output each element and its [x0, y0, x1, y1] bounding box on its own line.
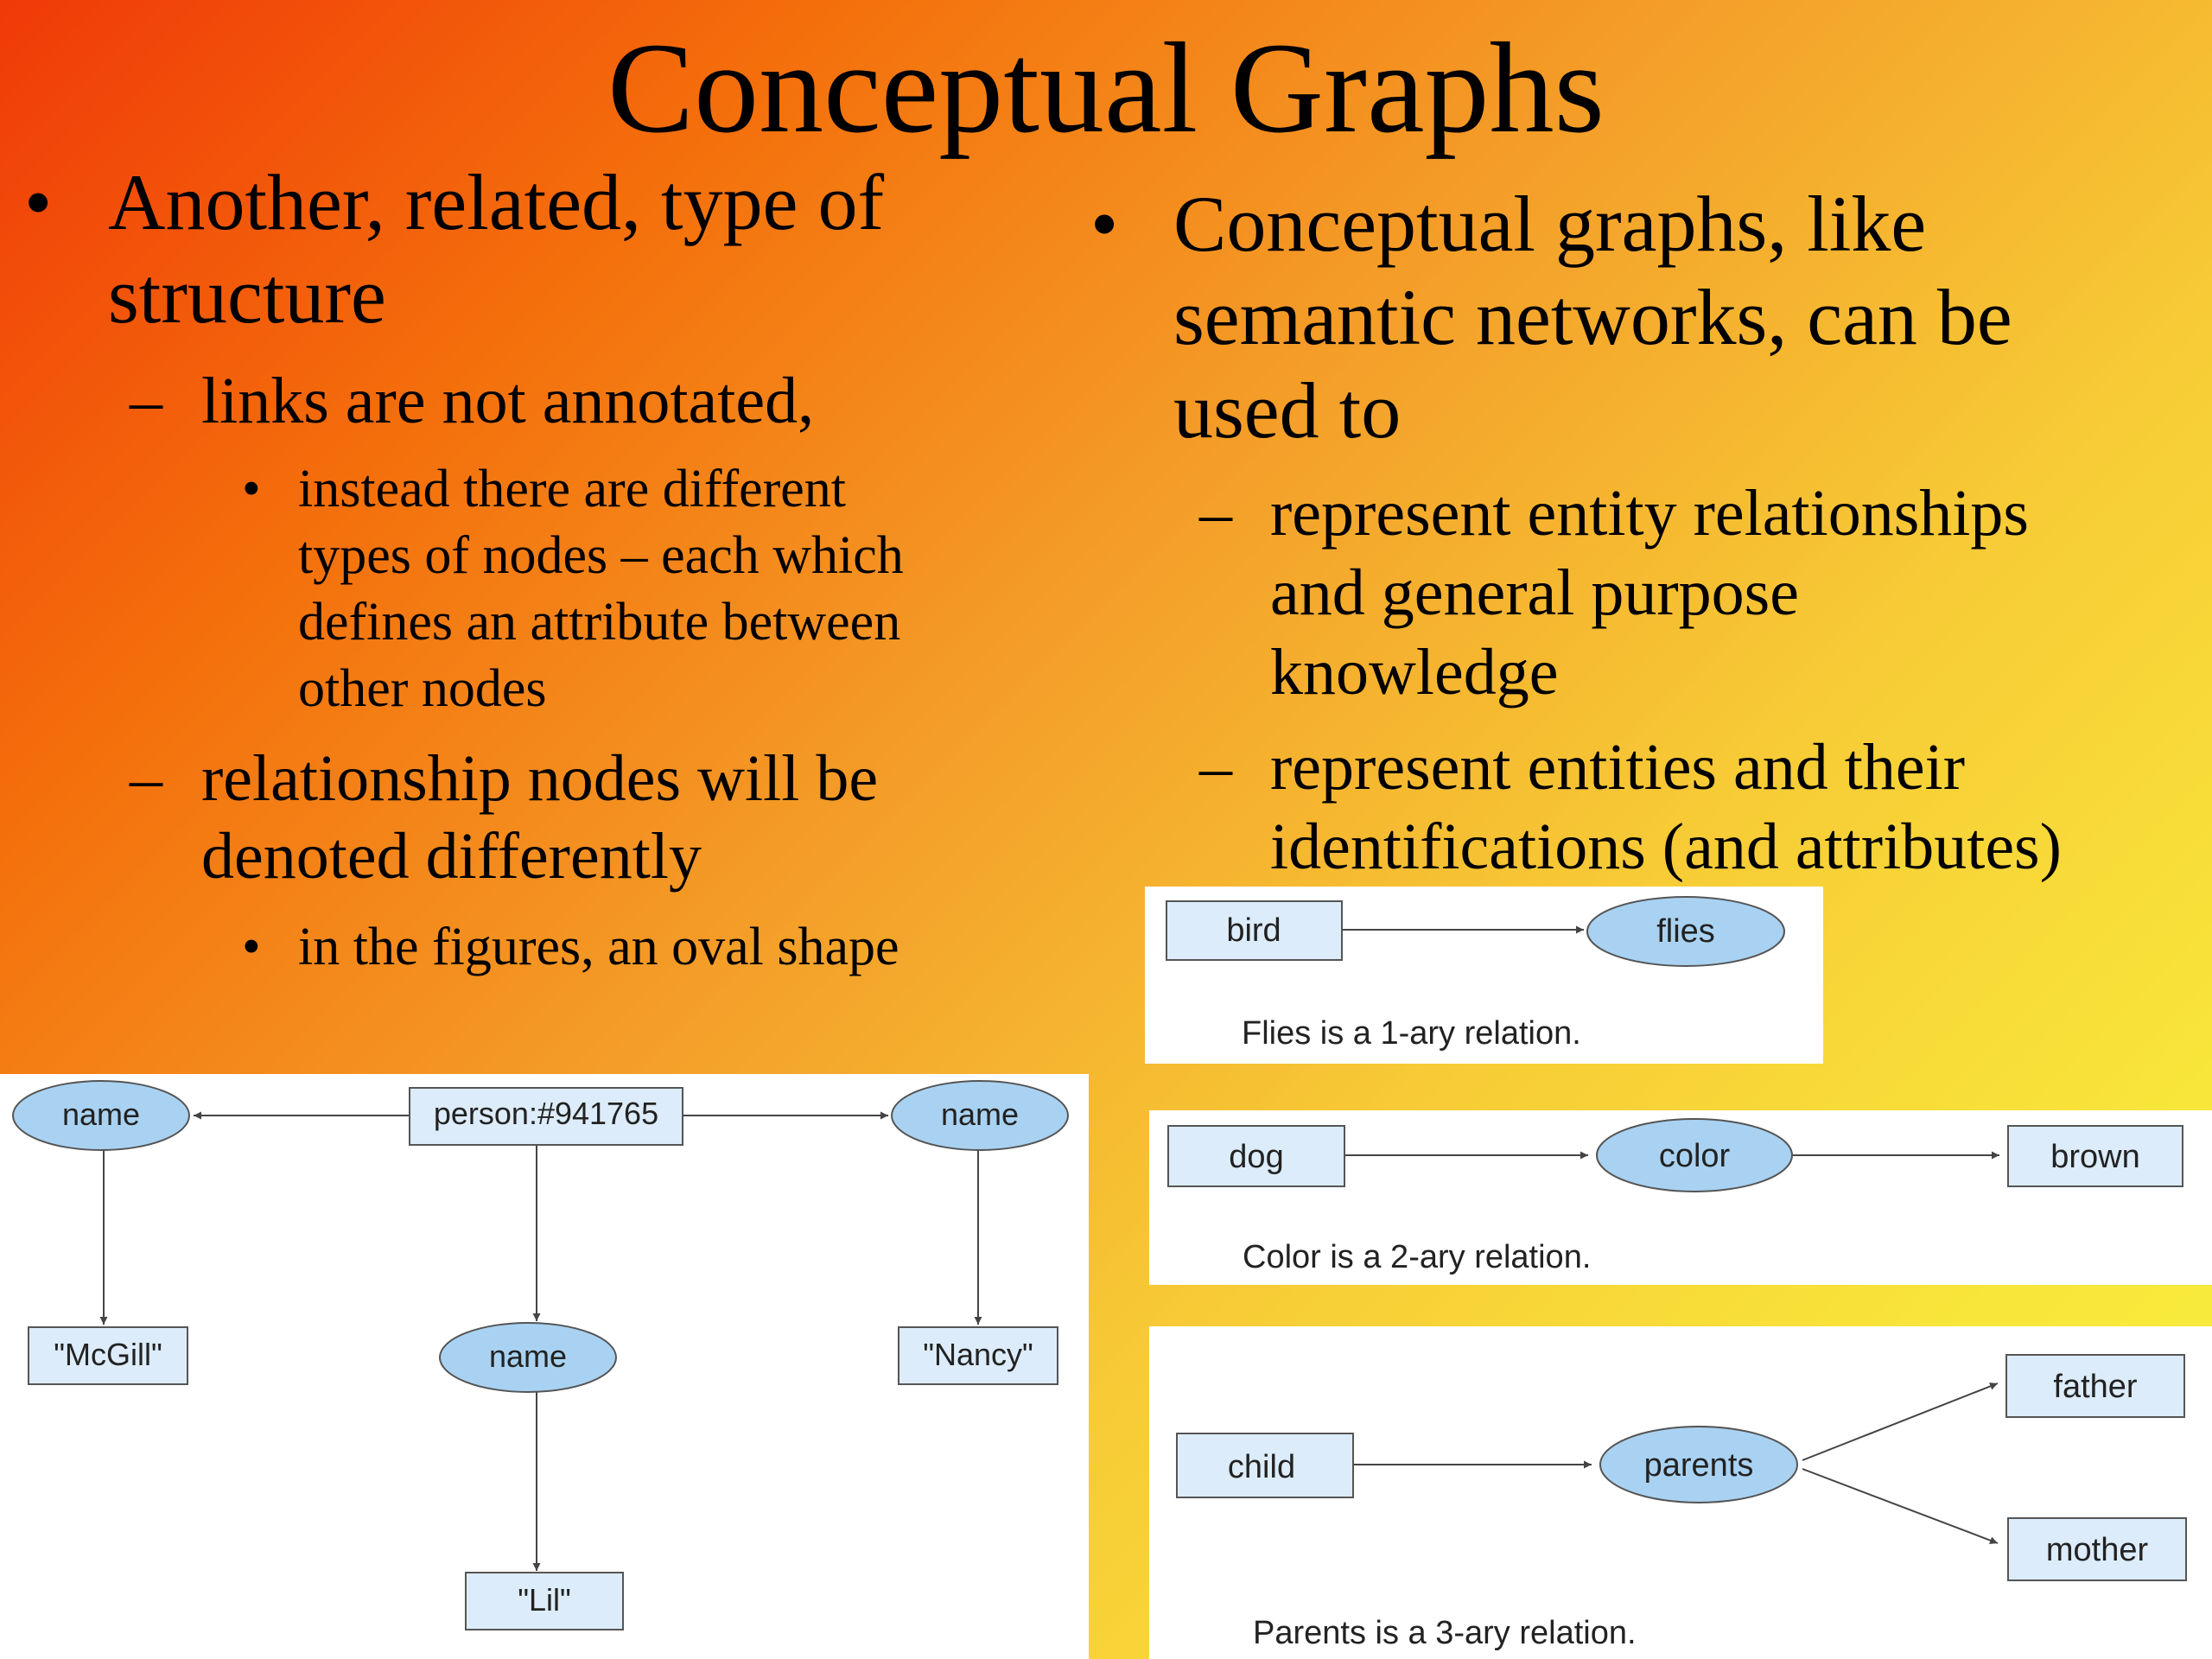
- node-label: flies: [1656, 913, 1715, 950]
- node-person-root: [409, 1087, 683, 1146]
- node-label: father: [2053, 1369, 2138, 1405]
- sub-bullet-text-line: relationship nodes will be: [201, 742, 879, 815]
- node-label: mother: [2046, 1532, 2149, 1568]
- parents-graph: child parents father mother Parents is a…: [1176, 1354, 2187, 1651]
- dash-marker: –: [1199, 477, 1232, 550]
- edge-parents-mother: [1802, 1468, 1999, 1545]
- sub-bullet-text-line: identifications (and attributes): [1270, 810, 2062, 883]
- node-value-lil: [465, 1572, 624, 1630]
- node-dog: [1167, 1125, 1345, 1187]
- color-graph-panel: dog color brown Color is a 2-ary relatio…: [1149, 1110, 2212, 1285]
- subsub-text-line: instead there are different: [298, 460, 847, 518]
- node-brown: [2007, 1125, 2183, 1187]
- node-label: "Lil": [518, 1582, 571, 1618]
- sub-bullet-text-line: represent entity relationships: [1270, 477, 2029, 550]
- diagram-caption: Parents is a 3-ary relation.: [1253, 1615, 1637, 1651]
- node-label: person:#941765: [434, 1096, 658, 1131]
- node-label: name: [489, 1338, 567, 1374]
- bullet-text-line: semantic networks, can be: [1173, 273, 2012, 361]
- flies-graph: bird flies Flies is a 1-ary relation.: [1166, 896, 1785, 1052]
- bullet-marker: •: [1090, 180, 1119, 268]
- node-label: "Nancy": [923, 1337, 1033, 1372]
- slide-title: Conceptual Graphs: [607, 16, 1605, 160]
- relation-oval-name-mid: [439, 1322, 617, 1393]
- subsub-text-line: defines an attribute between: [298, 593, 901, 652]
- node-mother: [2007, 1517, 2187, 1581]
- dash-marker: –: [1199, 731, 1232, 804]
- relation-oval-name-right: [891, 1080, 1069, 1151]
- relation-oval-parents: [1599, 1426, 1798, 1503]
- dash-marker: –: [130, 742, 162, 815]
- subsub-text-line: other nodes: [298, 659, 547, 718]
- edge-parents-father: [1802, 1382, 1999, 1461]
- node-value-mcgill: [28, 1326, 188, 1385]
- person-graph-panel: person:#941765 name name name "McGill" "…: [0, 1074, 1089, 1659]
- node-value-nancy: [898, 1326, 1058, 1385]
- diagram-caption: Flies is a 1-ary relation.: [1242, 1015, 1581, 1052]
- sub-bullet-text-line: denoted differently: [201, 820, 702, 893]
- subsub-text-line: types of nodes – each which: [298, 526, 904, 585]
- node-label: name: [62, 1096, 140, 1132]
- subsub-text: in the figures, an oval shape: [298, 918, 899, 976]
- diagram-caption: Color is a 2-ary relation.: [1243, 1239, 1591, 1275]
- parents-graph-panel: child parents father mother Parents is a…: [1149, 1326, 2212, 1659]
- relation-oval-name-left: [12, 1080, 190, 1151]
- dash-marker: –: [130, 365, 162, 437]
- color-graph: dog color brown Color is a 2-ary relatio…: [1167, 1118, 2183, 1275]
- node-label: brown: [2050, 1139, 2140, 1175]
- node-bird: [1166, 900, 1343, 961]
- bullet-text-line: Conceptual graphs, like: [1173, 180, 1927, 268]
- node-label: child: [1228, 1449, 1295, 1485]
- node-father: [2005, 1354, 2185, 1418]
- bullet-marker: •: [24, 158, 53, 246]
- bullet-marker: •: [242, 918, 261, 976]
- sub-bullet-text-line: represent entities and their: [1270, 731, 1966, 804]
- relation-oval-color: [1596, 1118, 1793, 1192]
- node-label: dog: [1229, 1139, 1283, 1175]
- node-label: parents: [1644, 1447, 1754, 1484]
- flies-graph-panel: bird flies Flies is a 1-ary relation.: [1145, 887, 1823, 1064]
- relation-oval-flies: [1586, 896, 1785, 967]
- node-label: "McGill": [54, 1337, 162, 1372]
- node-label: color: [1659, 1138, 1731, 1174]
- person-graph: person:#941765 name name name "McGill" "…: [12, 1080, 1069, 1630]
- bullet-text-line: structure: [108, 251, 386, 340]
- node-label: name: [941, 1096, 1019, 1132]
- node-child: [1176, 1433, 1354, 1498]
- node-label: bird: [1226, 912, 1281, 949]
- sub-bullet-text-line: knowledge: [1270, 636, 1559, 709]
- bullet-text-line: used to: [1173, 366, 1402, 454]
- bullet-text-line: Another, related, type of: [108, 158, 885, 246]
- bullet-marker: •: [242, 460, 261, 518]
- sub-bullet-text: links are not annotated,: [201, 365, 815, 437]
- sub-bullet-text-line: and general purpose: [1270, 556, 1799, 629]
